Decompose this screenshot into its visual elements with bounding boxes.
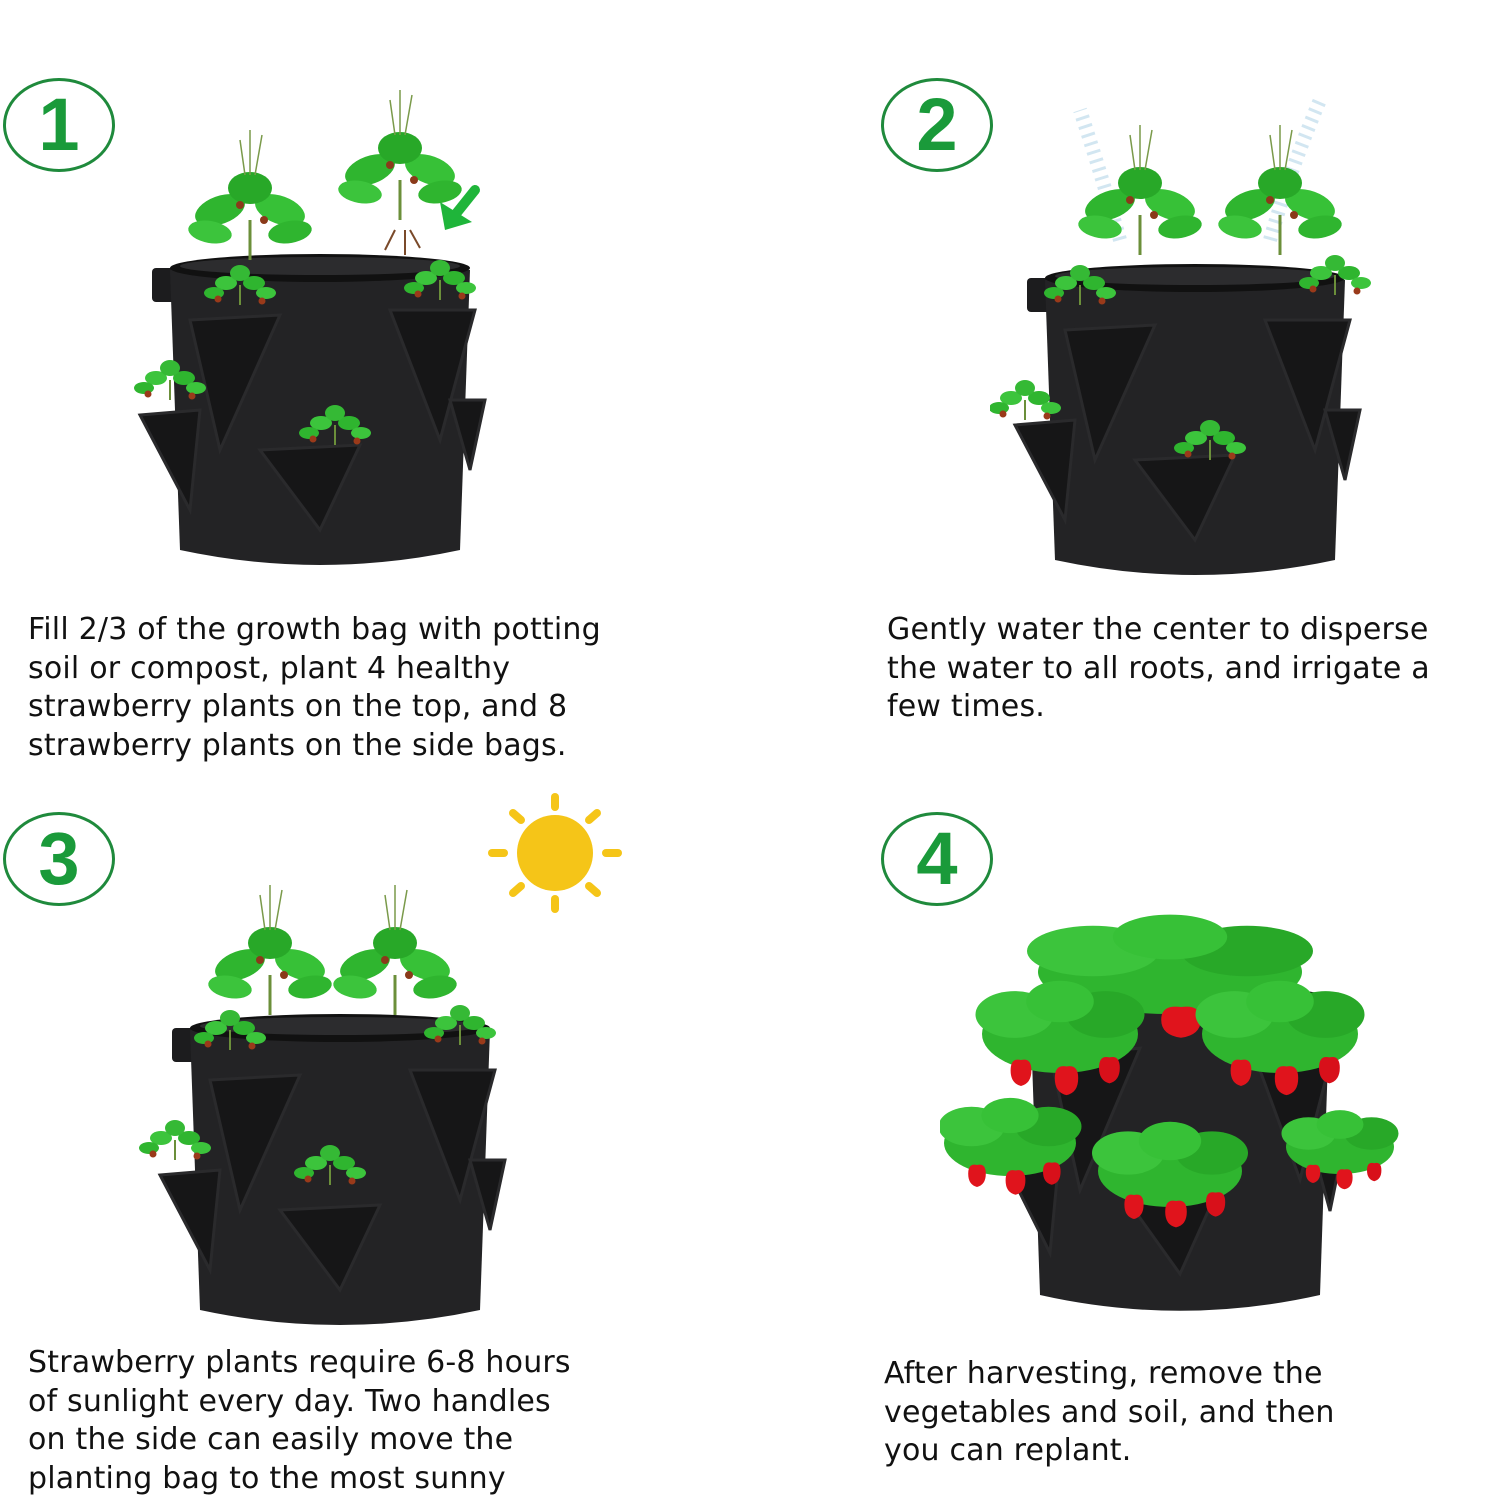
- step-2-badge: 2: [881, 78, 993, 172]
- step-1-caption: Fill 2/3 of the growth bag with potting …: [28, 612, 601, 763]
- step-1-badge: 1: [3, 78, 115, 172]
- step-1-illustration: [110, 90, 510, 580]
- step-number: 2: [916, 83, 958, 166]
- step-2-caption: Gently water the center to disperse the …: [887, 612, 1430, 724]
- down-left-arrow-icon: [440, 185, 480, 230]
- step-number: 1: [38, 83, 80, 166]
- step-4-badge: 4: [881, 812, 993, 906]
- step-3-badge: 3: [3, 812, 115, 906]
- step-4-caption: After harvesting, remove the vegetables …: [884, 1356, 1335, 1468]
- step-2-illustration: [990, 90, 1400, 600]
- step-number: 4: [916, 817, 958, 900]
- step-4-illustration: [940, 900, 1400, 1330]
- step-number: 3: [38, 817, 80, 900]
- sun-icon: [480, 785, 630, 915]
- step-3-illustration: [130, 880, 510, 1340]
- step-3-caption: Strawberry plants require 6-8 hours of s…: [28, 1345, 571, 1496]
